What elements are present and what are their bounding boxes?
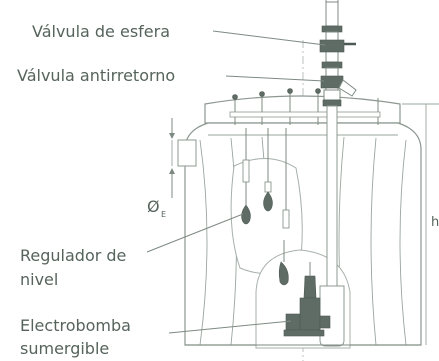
riser-pipe [326,105,338,287]
leader-level-regulator [146,213,244,253]
label-pump-line1: Electrobomba [20,316,131,335]
label-level-regulator-line1: Regulador de [20,246,126,265]
pump-volute [285,313,301,331]
tank-flute [199,139,208,346]
label-check-valve: Válvula antirretorno [17,66,175,85]
tank-flute [399,139,407,346]
arrow-head [169,133,175,139]
tank-flute [370,137,377,346]
arrow-head [169,168,175,174]
diameter-dimension: Ø E [147,118,175,219]
pump-motor [303,275,317,299]
leader-check-valve [225,75,325,82]
check-valve-branch [338,79,357,97]
leader-pump [168,320,292,334]
float-switch [241,204,251,225]
level-floats [241,128,290,229]
callout-leaders [146,30,326,334]
label-pump-line2: sumergible [20,339,109,358]
tank-lid [204,95,401,124]
lid-hardware [229,88,381,125]
float-switch [263,191,273,212]
pump-float [278,261,289,286]
label-level-regulator-line2: nivel [20,270,58,289]
diameter-subscript: E [161,210,166,219]
height-dimension: h [402,103,439,345]
discharge-pipe [319,0,357,347]
leader-ball-valve [212,30,326,46]
discharge-outlet [325,1,339,27]
diameter-symbol: Ø [147,197,160,216]
height-letter: h [431,215,439,230]
inlet-pipe [171,139,197,167]
submersible-pump [278,240,331,337]
ball-valve-body [319,39,345,53]
pump-body [299,297,321,331]
pipe-coupling [321,25,343,33]
label-ball-valve: Válvula de esfera [32,22,170,41]
